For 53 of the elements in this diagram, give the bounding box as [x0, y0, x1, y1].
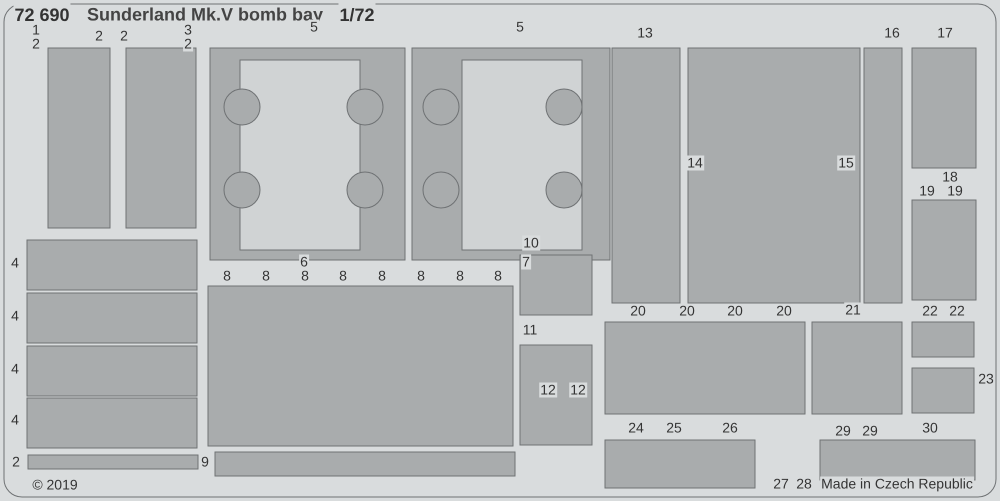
part-number: 12 — [569, 382, 587, 398]
part-number: 10 — [522, 236, 540, 250]
part-number: 8 — [261, 268, 271, 284]
part-number: 25 — [665, 420, 683, 436]
part-number: 4 — [10, 256, 20, 270]
part-number: 13 — [636, 26, 654, 40]
part-number: 20 — [678, 304, 696, 318]
part-number: 4 — [10, 362, 20, 376]
part-number: 1 — [31, 22, 41, 38]
part-number: 18 — [941, 170, 959, 184]
part-number: 22 — [921, 304, 939, 318]
part-number: 16 — [883, 26, 901, 40]
part-number: 4 — [10, 308, 20, 324]
part-number: 3 — [183, 22, 193, 38]
part-number: 8 — [377, 268, 387, 284]
part-number: 28 — [795, 476, 813, 492]
part-number: 19 — [918, 184, 936, 198]
part-number: 11 — [522, 322, 538, 338]
part-number: 2 — [31, 36, 41, 52]
part-number: 26 — [721, 420, 739, 436]
part-number: 29 — [861, 424, 879, 438]
part-number: 7 — [521, 254, 531, 270]
part-number: 19 — [946, 184, 964, 198]
part-number: 24 — [627, 420, 645, 436]
part-number: 30 — [921, 420, 939, 436]
part-number: 2 — [119, 28, 129, 44]
part-number: 2 — [94, 28, 104, 44]
part-number: 8 — [493, 268, 503, 284]
part-number: 20 — [775, 304, 793, 318]
part-number: 20 — [629, 304, 647, 318]
part-number: 2 — [11, 454, 21, 470]
part-number: 14 — [686, 156, 704, 170]
part-number: 8 — [416, 268, 426, 284]
part-number: 4 — [10, 412, 20, 428]
origin-note: Made in Czech Republic — [820, 476, 974, 492]
part-number: 8 — [455, 268, 465, 284]
part-number: 22 — [948, 304, 966, 318]
part-number: 9 — [200, 454, 210, 470]
part-number: 21 — [844, 302, 862, 318]
part-number: 17 — [936, 26, 954, 40]
part-number: 8 — [338, 268, 348, 284]
part-number: 23 — [977, 372, 995, 386]
part-number: 8 — [222, 268, 232, 284]
part-number: 12 — [539, 382, 557, 398]
part-number: 20 — [726, 304, 744, 318]
part-number: 8 — [300, 268, 310, 284]
part-number: 6 — [299, 254, 309, 270]
copyright-note: © 2019 — [31, 478, 79, 492]
part-number: 5 — [515, 20, 525, 34]
part-number: 29 — [834, 424, 852, 438]
part-number: 2 — [183, 36, 193, 52]
part-number: 27 — [772, 476, 790, 492]
part-number: 15 — [837, 156, 855, 170]
